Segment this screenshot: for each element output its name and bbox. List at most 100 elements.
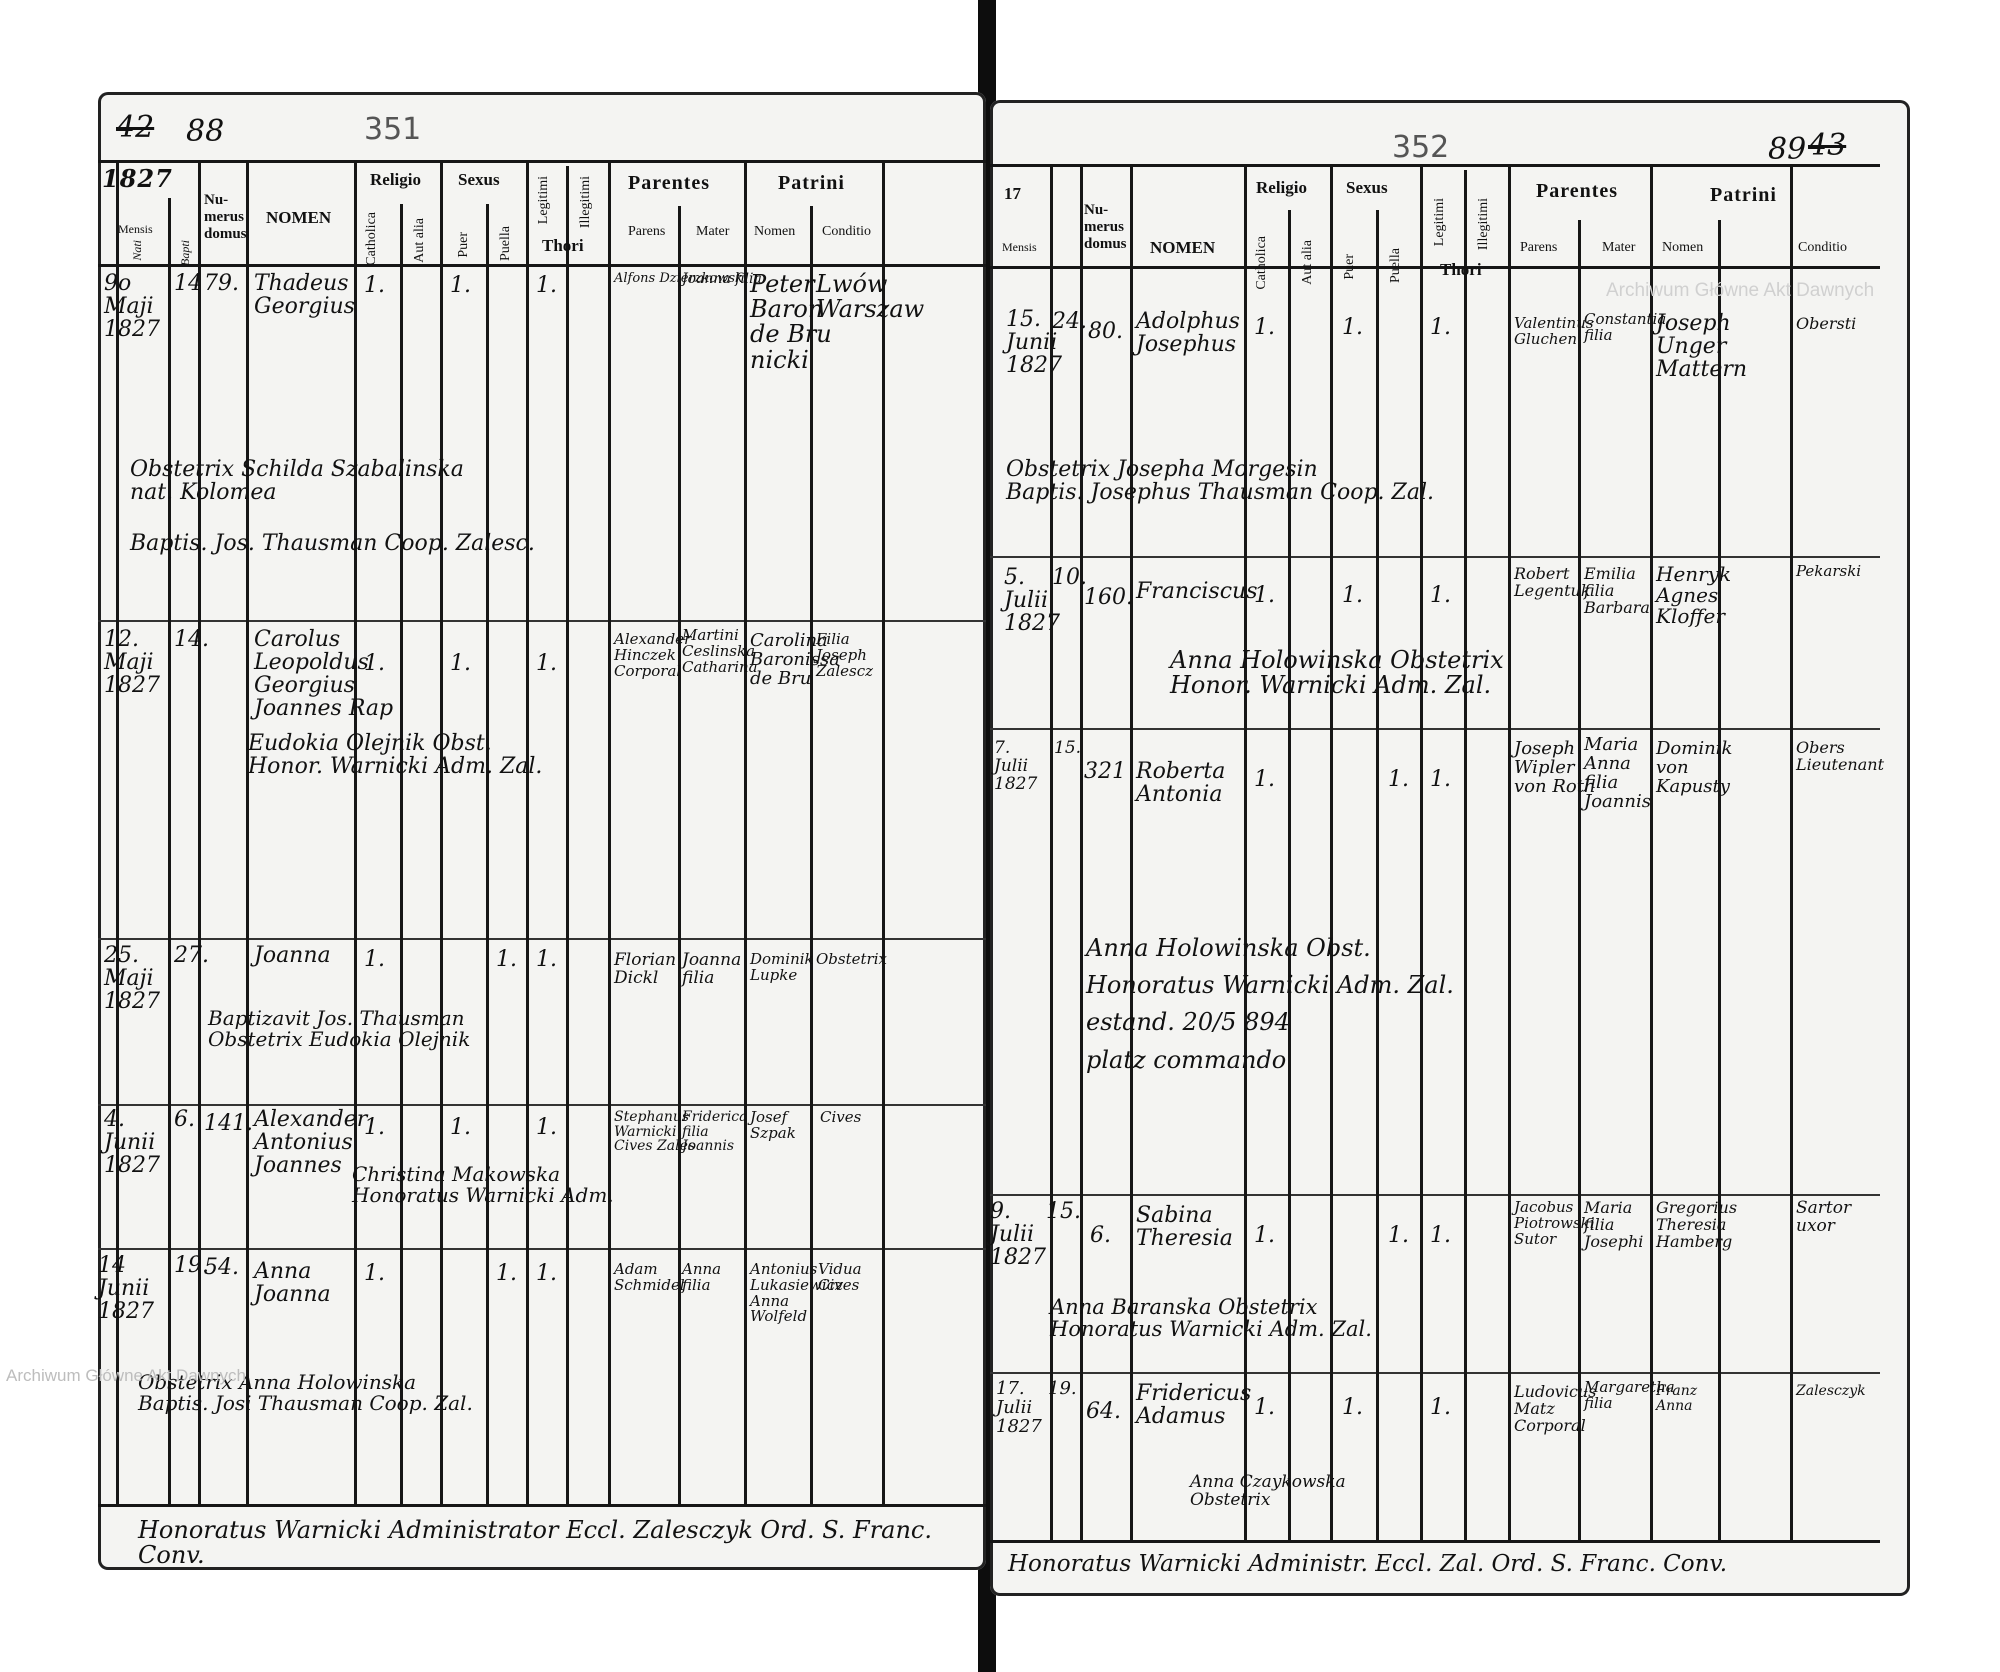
row-divider [98,1248,986,1250]
footer-rule [98,1504,986,1507]
col-line [116,160,119,1504]
right-register-page: 352 89 43 17 Nu- merus domus NOMEN Relig… [990,100,1910,1596]
col-line [1718,220,1721,1540]
right-page-signature: Honoratus Warnicki Administr. Eccl. Zal.… [1008,1551,1728,1577]
catholica-header: Catholica [1254,236,1269,290]
left-register-page: 42 88 351 1827 Nu- merus domus NOMEN Rel… [98,92,986,1570]
entry-baptism-day: 19. [174,1253,209,1278]
nati-header: Nati [130,240,144,261]
entry-godparent-condition: Obers Lieutenant [1796,738,1884,774]
right-pencil-number: 352 [1392,130,1450,165]
col-line [1288,210,1291,1540]
religio-header: Religio [1256,178,1307,197]
entry-godparent-condition: Obersti [1796,314,1857,333]
entry-godparent-condition: Vidua Cives [818,1260,862,1294]
parentes-header: Parentes [628,172,711,194]
entry-child-name: Adolphus Josephus [1136,309,1240,358]
entry-religio-mark: 1. [364,651,385,676]
conditio-header: Conditio [822,224,872,239]
entry-mother: Joanna filia [682,950,742,988]
entry-mother: Anna filia [682,1260,722,1294]
col-line [566,166,569,1504]
entry-father: Alfons Dzierzkowski [614,271,748,286]
patrini-header: Patrini [778,172,845,194]
archive-watermark: Archiwum Główne Akt Dawnych [1606,280,1875,301]
entry-sex-mark: 1. [450,1115,471,1140]
entry-house-number: 321 [1084,759,1126,784]
entry-godparent-name: Dominik Lupke [750,950,814,984]
entry-legitimate-mark: 1. [1430,1395,1451,1420]
entry-godparent-name: Gregorius Theresia Hamberg [1656,1198,1738,1251]
entry-sex-mark: 1. [496,1261,517,1286]
col-line [526,160,529,1504]
entry-midwife-note: Baptizavit Jos. Thausman Obstetrix Eudok… [208,1006,471,1051]
col-line [246,160,249,1504]
entry-legitimate-mark: 1. [1430,583,1451,608]
entry-child-name: Sabina Theresia [1136,1203,1233,1252]
entry-father: Stephanus Warnicki Cives Zales [614,1109,696,1155]
entry-baptism-day: 24. [1052,309,1087,334]
col-line [486,204,489,1504]
header-top-rule [990,164,1880,167]
entry-child-name: Carolus Leopoldus Georgius Joannes Rap [254,627,394,722]
entry-father: Robert Legentuk [1514,564,1591,600]
entry-religio-mark: 1. [1254,1395,1275,1420]
puer-header: Puer [1342,254,1357,280]
mensis-header: Mensis [118,222,153,236]
col-line [678,206,681,1504]
entry-baptism-day: 15. [1054,738,1082,758]
legitimi-header: Legitimi [1432,198,1447,247]
entry-godparent-name: Joseph Unger Mattern [1656,311,1748,383]
entry-sex-mark: 1. [496,947,517,972]
entry-midwife-note: Anna Czaykowska Obstetrix [1190,1472,1346,1510]
entry-birth-date: 17. Julii 1827 [996,1378,1042,1437]
entry-godparent-condition: Lwów Warszaw [816,270,925,324]
entry-mother: Maria filia Josephi [1584,1198,1644,1251]
col-line [1578,220,1581,1540]
puella-header: Puella [498,226,513,261]
left-page-signature: Honoratus Warnicki Administrator Eccl. Z… [138,1516,933,1570]
entry-birth-date: 5. Julii 1827 [1004,565,1060,637]
entry-house-number: 6. [1090,1223,1111,1248]
left-page-number: 88 [186,114,225,149]
entry-godparent-condition: Sartor uxor [1796,1198,1852,1236]
thori-header: Thori [542,236,584,255]
entry-birth-date: 12. Maji 1827 [104,627,160,699]
entry-birth-date: 9o Maji 1827 [104,271,160,343]
entry-religio-mark: 1. [364,1261,385,1286]
col-line [1330,164,1333,1540]
entry-religio-mark: 1. [1254,767,1275,792]
entry-mother: Emilia filia Barbara [1584,564,1650,617]
entry-godparent-name: Henryk Agnes Kloffer [1656,562,1732,628]
nomen-header: NOMEN [266,208,332,227]
header-bottom-rule [98,264,986,267]
entry-mother: Constantia filia [1584,310,1667,344]
col-line [1790,164,1793,1540]
right-page-number: 89 [1768,132,1807,167]
row-divider [990,728,1880,730]
conditio-header: Conditio [1798,240,1848,255]
legitimi-header: Legitimi [536,176,551,225]
entry-birth-date: 4. Junii 1827 [104,1107,160,1179]
entry-birth-date: 25. Maji 1827 [104,943,160,1015]
register-year: 1827 [102,164,173,193]
entry-birth-date: 15. Junii 1827 [1006,307,1062,379]
right-year: 17 [1004,184,1021,203]
entry-sex-mark: 1. [1342,583,1363,608]
entry-midwife-note: Christina Makowska Honoratus Warnicki Ad… [352,1162,614,1207]
religio-header: Religio [370,170,421,189]
entry-legitimate-mark: 1. [1430,1223,1451,1248]
entry-midwife-note: Anna Holowinska Obstetrix Honor. Warnick… [1170,646,1504,700]
col-line [198,160,201,1504]
entry-child-name: Fridericus Adamus [1136,1381,1252,1430]
entry-baptism-day: 27. [174,943,209,968]
col-line [1508,164,1511,1540]
col-line [400,204,403,1504]
entry-godparent-condition: Filia Joseph Zalescz [816,630,874,680]
entry-sex-mark: 1. [450,651,471,676]
parentes-header: Parentes [1536,180,1619,202]
col-line [354,160,357,1504]
entry-sex-mark: 1. [1388,1223,1409,1248]
sexus-header: Sexus [1346,178,1388,197]
entry-sex-mark: 1. [1342,315,1363,340]
